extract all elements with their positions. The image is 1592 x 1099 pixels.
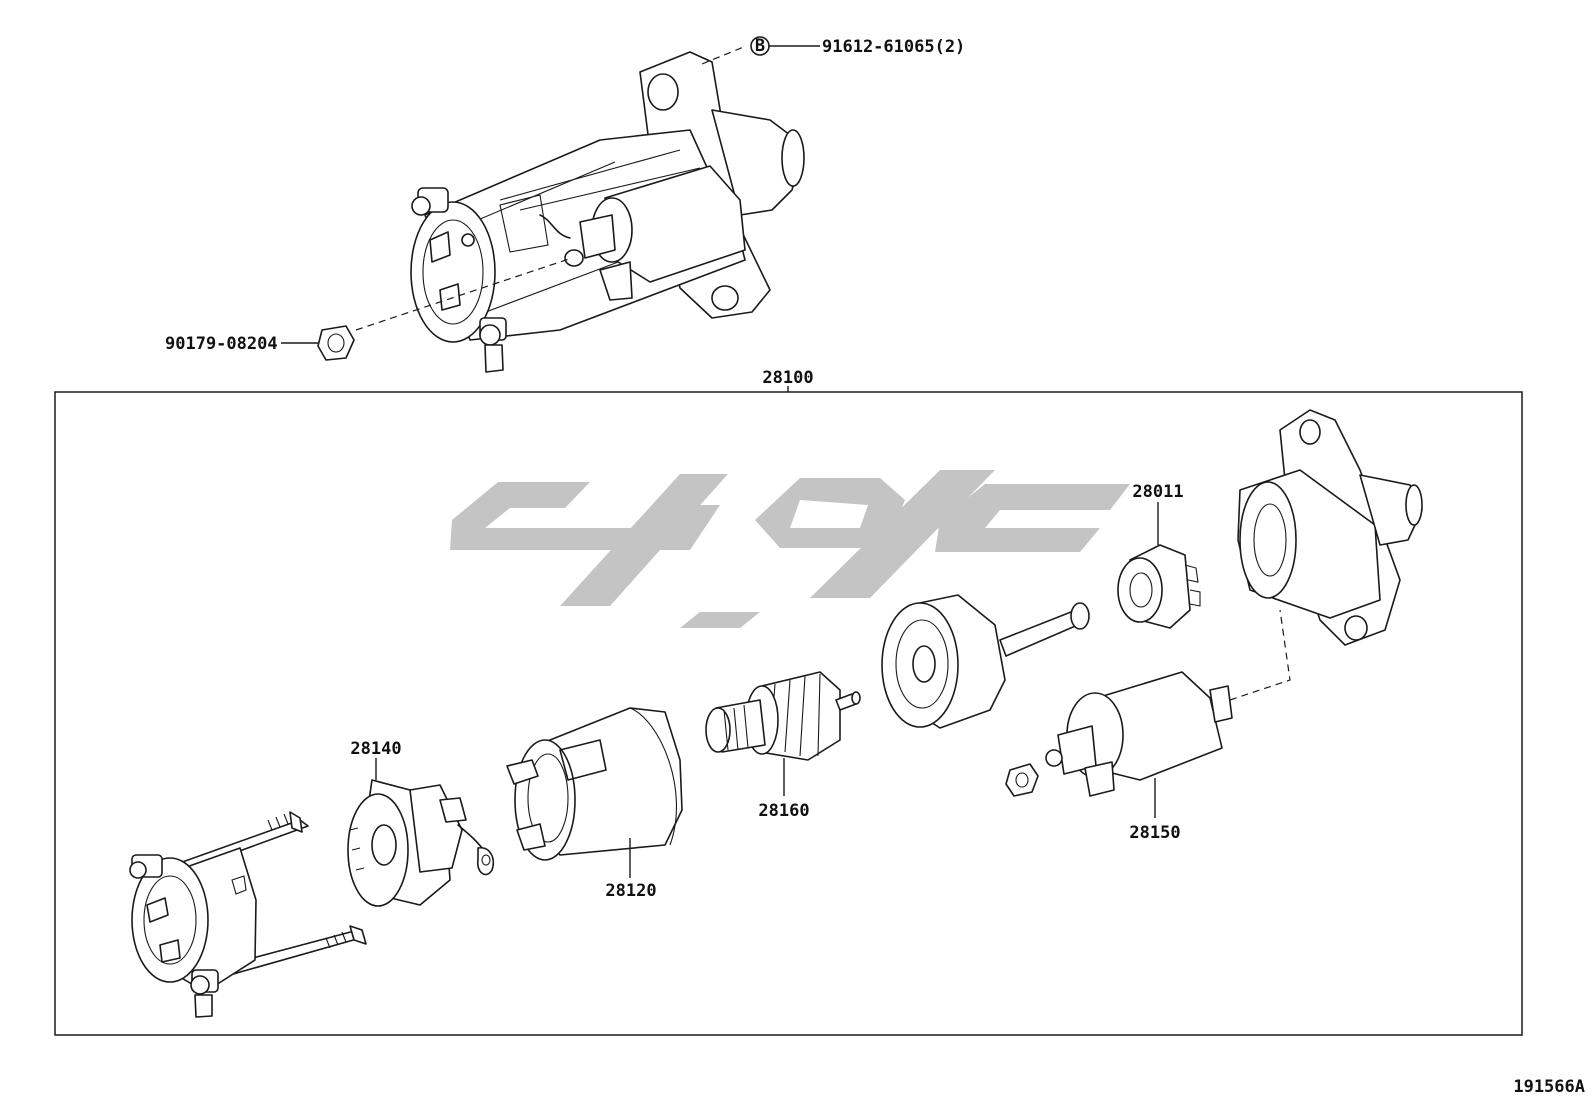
starter-motor-assembly-drawing	[410, 51, 805, 373]
drive-housing-drawing	[1237, 409, 1423, 646]
nut-dashed-leader	[355, 257, 573, 331]
armature-part-number: 28160	[758, 801, 809, 821]
overrunning-clutch-drawing: 28011	[1117, 482, 1201, 629]
solenoid-part-number: 28150	[1129, 823, 1180, 843]
bolt-dashed-leader	[701, 45, 747, 65]
rear-end-frame-drawing	[129, 811, 367, 1018]
solenoid-switch-drawing: 28150	[1005, 671, 1233, 843]
nut-callout: 90179-08204	[165, 325, 355, 361]
solenoid-dashed-leader	[1229, 609, 1291, 701]
clutch-part-number: 28011	[1132, 482, 1183, 502]
drive-lever-shaft-drawing	[881, 594, 1090, 729]
nut-part-number: 90179-08204	[165, 334, 278, 354]
armature-drawing: 28160	[705, 671, 861, 821]
bolt-ref-letter: B	[755, 36, 765, 56]
bolt-part-number: 91612-61065(2)	[822, 37, 965, 57]
brush-holder-part-number: 28140	[350, 739, 401, 759]
yoke-part-number: 28120	[605, 881, 656, 901]
assembly-part-number: 28100	[762, 368, 813, 388]
watermark-logo	[450, 470, 1130, 628]
bolt-callout: B 91612-61065(2)	[750, 36, 965, 57]
yoke-drawing: 28120	[506, 707, 683, 901]
figure-code: 191566A	[1513, 1077, 1585, 1097]
assembly-frame: 28100	[54, 368, 1523, 1036]
brush-holder-drawing: 28140	[347, 739, 494, 907]
